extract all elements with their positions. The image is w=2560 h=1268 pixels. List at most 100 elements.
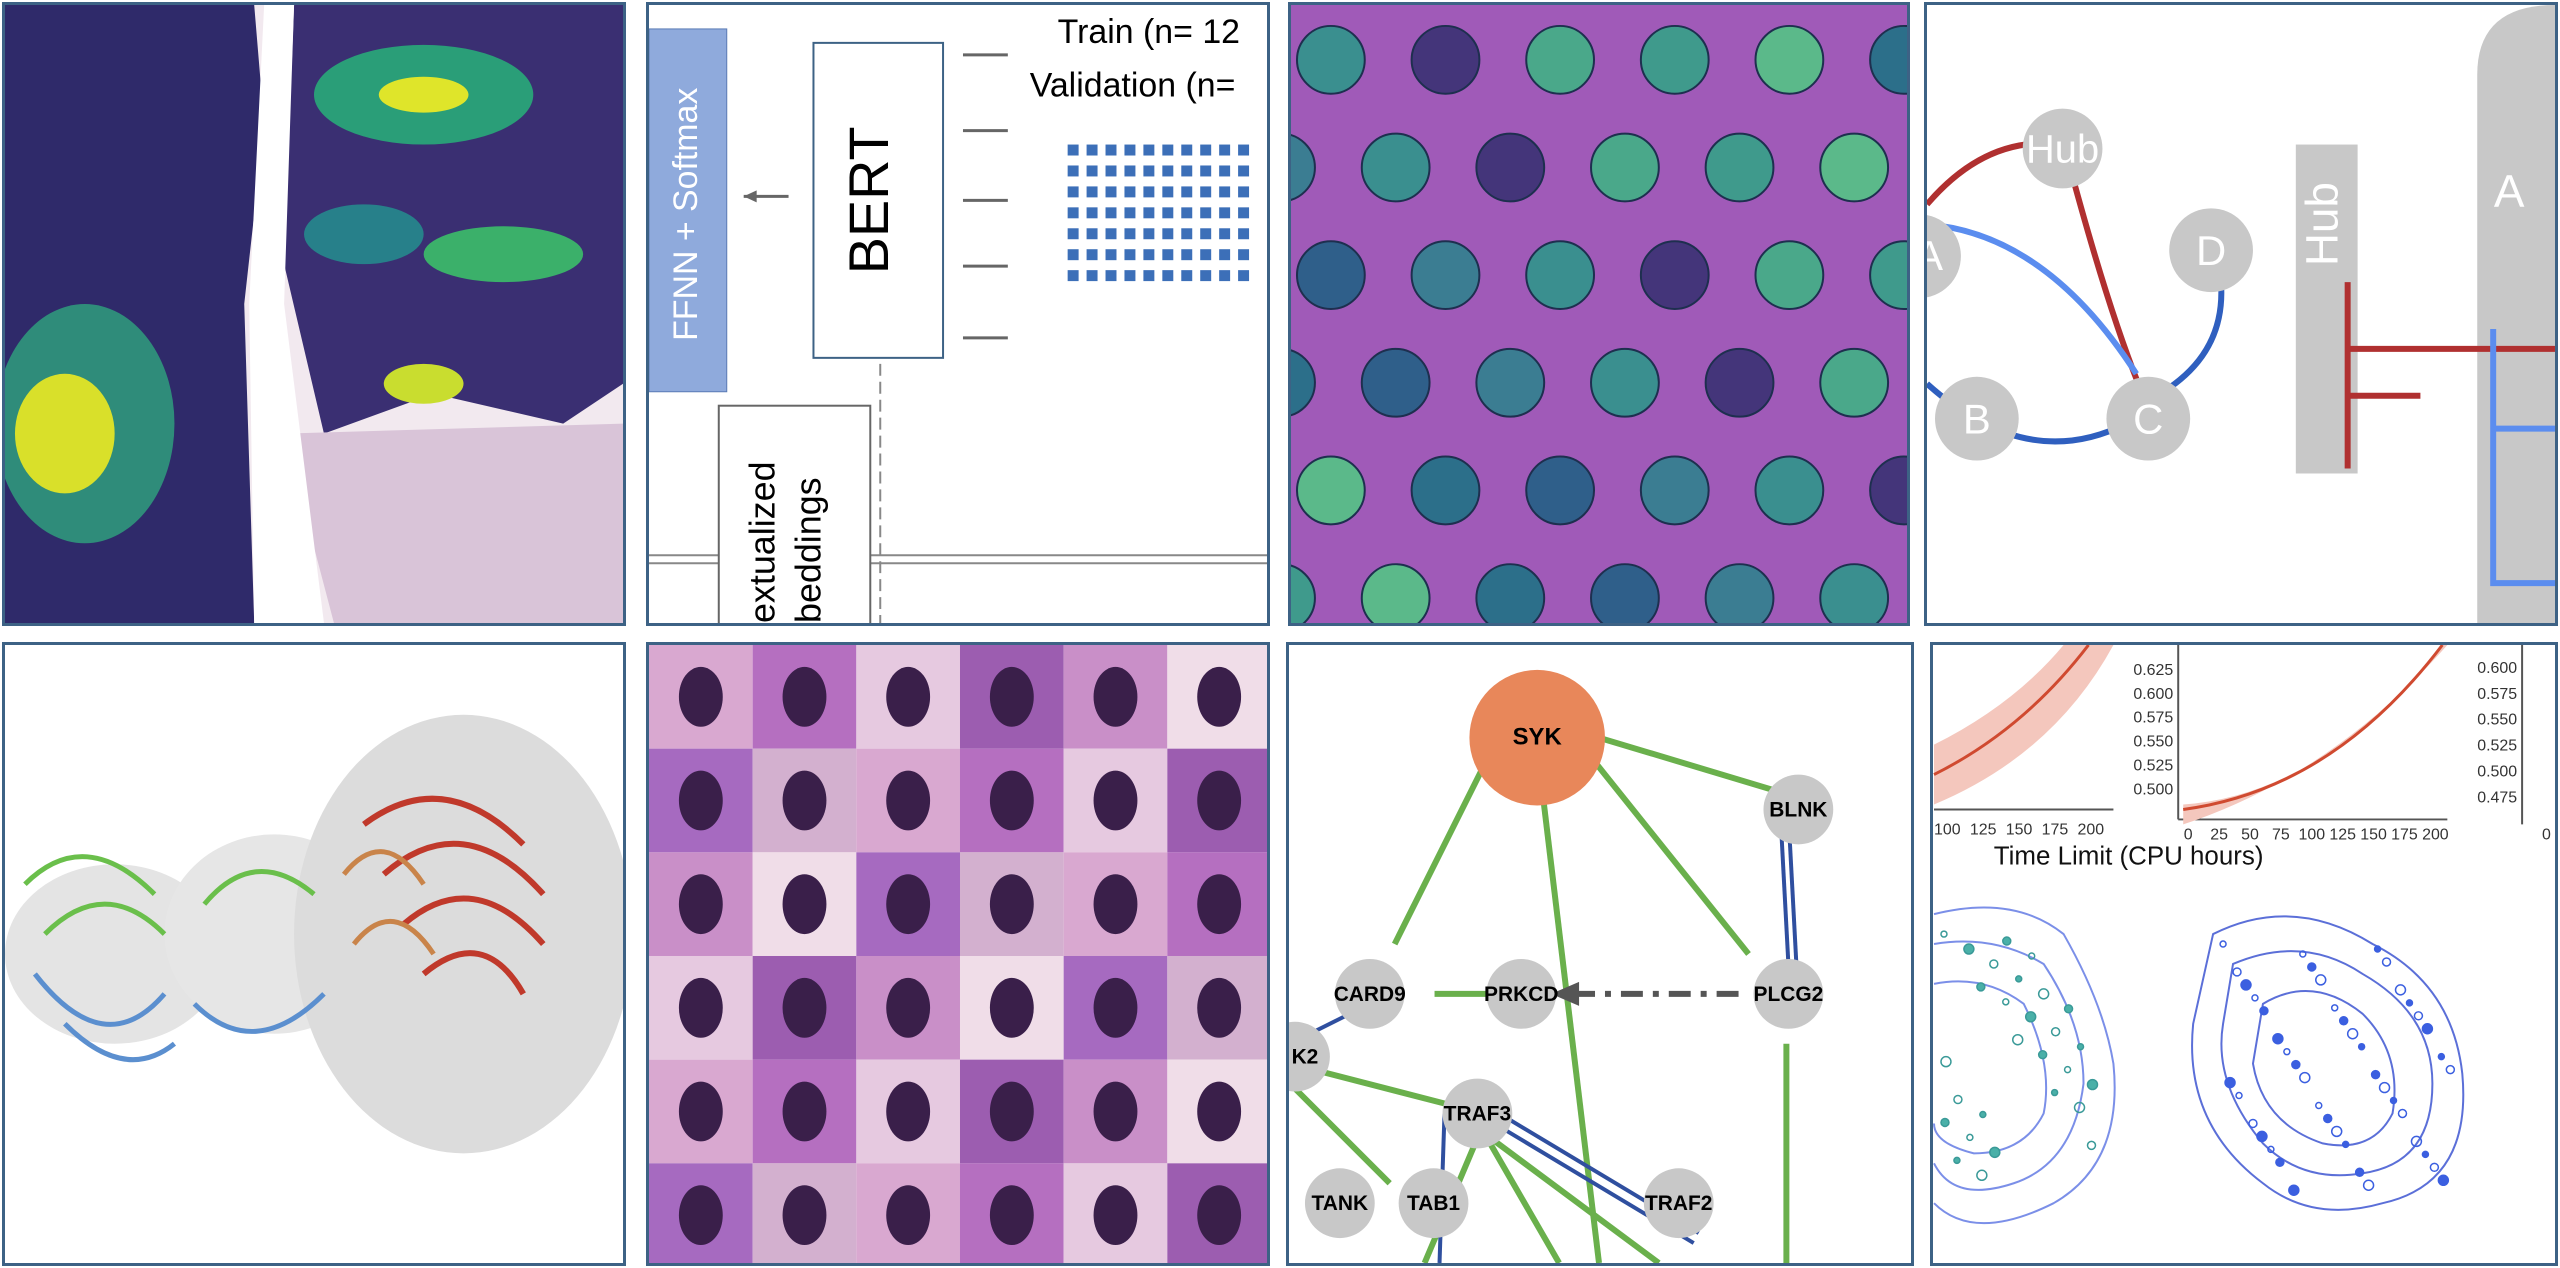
scatter-left — [1940, 930, 2099, 1182]
green-strands — [23, 854, 316, 936]
scatter-point — [2267, 1145, 2275, 1154]
token-square — [1086, 165, 1098, 177]
svg-text:C: C — [2133, 396, 2163, 443]
scatter-point — [2421, 1150, 2430, 1159]
scatter-point — [2437, 1052, 2446, 1061]
node-plcg2 — [1753, 958, 1824, 1029]
token-square — [1162, 270, 1174, 282]
chromosome-blob — [886, 977, 931, 1038]
chromosome-blob — [989, 1081, 1034, 1142]
x-tick: 175 — [2391, 826, 2418, 843]
time-limit-label: Time Limit (CPU hours) — [1994, 842, 2264, 870]
spot — [1291, 134, 1316, 201]
embeddings-box — [717, 404, 872, 623]
chromosome-blob — [1197, 1185, 1242, 1246]
token-square — [1143, 249, 1155, 261]
svg-text:SYK: SYK — [1513, 724, 1563, 751]
chromosome-blob — [782, 666, 827, 727]
scatter-point — [1966, 1133, 1974, 1142]
scatter-point — [2086, 1078, 2099, 1091]
token-grid — [1067, 144, 1250, 282]
x-tick: 200 — [2422, 826, 2449, 843]
scatter-point — [2394, 984, 2407, 996]
node-b — [1934, 376, 2019, 461]
y-tick: 0.500 — [2477, 764, 2517, 781]
scatter-point — [1940, 1055, 1952, 1068]
node-tab1 — [1398, 1168, 1469, 1239]
token-square — [1181, 165, 1193, 177]
token-square — [1124, 144, 1136, 156]
token-square — [1181, 144, 1193, 156]
token-square — [1238, 270, 1250, 282]
chromosome-blob — [1093, 1185, 1138, 1246]
chromosome-blob — [1093, 666, 1138, 727]
spot — [1869, 240, 1907, 311]
scatter-point — [2283, 1047, 2291, 1056]
y-tick: 0.475 — [2477, 789, 2517, 806]
scatter-point — [2002, 936, 2012, 946]
bert-label: BERT — [837, 126, 900, 274]
chromosome-blob — [1093, 770, 1138, 831]
scatter-point — [2389, 1096, 2398, 1105]
input-arrows — [962, 53, 1008, 340]
scatter-point — [1953, 1156, 1961, 1165]
spot — [1754, 455, 1825, 526]
protein-structure-panel — [2, 642, 626, 1266]
spot — [1704, 347, 1775, 418]
token-square — [1124, 186, 1136, 198]
spot — [1590, 132, 1660, 203]
token-square — [1067, 270, 1079, 282]
chromosome-blob — [678, 1185, 723, 1246]
scatter-point — [2012, 1033, 2024, 1046]
spot — [1754, 24, 1825, 95]
scatter-point — [2240, 979, 2252, 991]
svg-text:TANK: TANK — [1312, 1192, 1369, 1215]
scatter-point — [2076, 1042, 2085, 1051]
svg-text:TRAF3: TRAF3 — [1444, 1102, 1511, 1125]
scatter-point — [2037, 988, 2050, 1000]
spot — [1291, 564, 1316, 623]
token-square — [1219, 249, 1231, 261]
scatter-point — [2232, 967, 2242, 977]
scatter-point — [2050, 1027, 2061, 1037]
spot — [1525, 455, 1596, 526]
token-square — [1086, 186, 1098, 198]
x-tick: 0 — [2184, 826, 2193, 843]
spot — [1704, 563, 1775, 623]
scatter-point — [2086, 1140, 2097, 1151]
spot — [1410, 240, 1481, 311]
mitosis-mosaic-panel — [646, 642, 1270, 1266]
token-square — [1105, 186, 1117, 198]
tissue-background — [1291, 5, 1907, 623]
token-square — [1162, 207, 1174, 219]
scatter-point — [2429, 1162, 2440, 1173]
chromosome-blob — [989, 977, 1034, 1038]
token-square — [1124, 165, 1136, 177]
spot — [1475, 563, 1546, 623]
token-square — [1143, 228, 1155, 240]
svg-text:D: D — [2196, 227, 2226, 274]
chromosome-blob — [678, 770, 723, 831]
spot — [1410, 455, 1481, 526]
token-square — [1124, 270, 1136, 282]
validation-label: Validation (n= — [1030, 67, 1236, 105]
x-tick: 175 — [2042, 821, 2069, 838]
chromosome-blob — [1197, 977, 1242, 1038]
scatter-point — [1976, 1169, 1988, 1182]
token-square — [1086, 270, 1098, 282]
scatter-point — [2299, 950, 2307, 958]
token-square — [1181, 186, 1193, 198]
svg-text:Hub: Hub — [2026, 127, 2099, 171]
chromosome-blob — [1093, 1081, 1138, 1142]
scatter-point — [2378, 1081, 2391, 1094]
scatter-point — [2272, 1032, 2284, 1045]
token-square — [1086, 228, 1098, 240]
x-tick: 100 — [1934, 821, 1961, 838]
y-tick: 0.525 — [2133, 758, 2173, 775]
x-tick: 100 — [2298, 826, 2325, 843]
token-square — [1219, 165, 1231, 177]
y-tick: 0.600 — [2133, 686, 2173, 703]
token-square — [1238, 207, 1250, 219]
